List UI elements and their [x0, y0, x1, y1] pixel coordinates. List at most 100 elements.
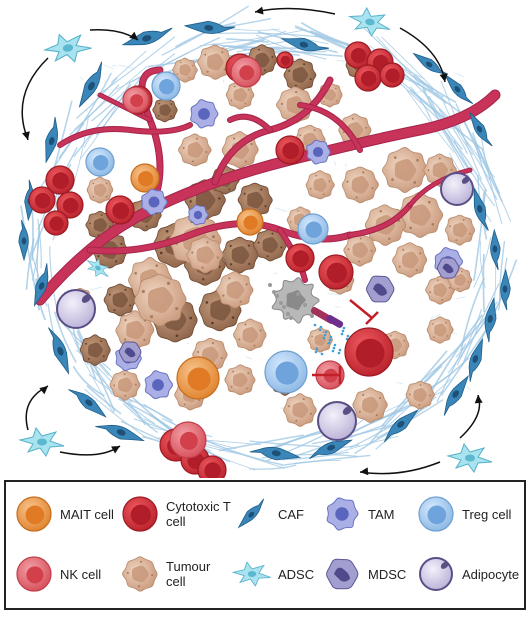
- tumour-cell: [178, 133, 212, 167]
- collagen-fibre: [88, 373, 153, 429]
- arrowhead: [439, 73, 448, 82]
- cytotoxic-killing-event: [268, 277, 394, 377]
- collagen-fibre: [456, 73, 464, 78]
- collagen-fibre: [204, 439, 282, 466]
- legend-item-treg: Treg cell: [416, 494, 511, 534]
- tumour-cell: [341, 166, 379, 204]
- collagen-fibre: [90, 286, 103, 291]
- legend-label-caf: CAF: [278, 506, 304, 522]
- arrowhead: [360, 467, 369, 476]
- collagen-fibre: [456, 308, 483, 366]
- nk-cell: [169, 421, 207, 459]
- tumour-cell: [152, 97, 178, 123]
- adipocyte-icon: [419, 557, 453, 591]
- cytotoxic-granule: [324, 330, 328, 334]
- collagen-fibre: [349, 405, 428, 449]
- tumour-cell: [444, 214, 476, 246]
- tumour-cell: [305, 170, 335, 200]
- adipocyte: [440, 172, 474, 206]
- collagen-fibre: [79, 76, 84, 80]
- caf: [249, 446, 302, 461]
- tumour-cell: [221, 236, 259, 274]
- collagen-fibre: [199, 29, 306, 47]
- tumour-cell: [224, 364, 256, 396]
- tumour-cell: [253, 228, 287, 262]
- mait-cell: [176, 356, 220, 400]
- legend-label-tam: TAM: [368, 506, 395, 522]
- collagen-fibre: [75, 77, 118, 120]
- blood-vessel-lumen: [58, 123, 192, 147]
- caf: [48, 327, 70, 375]
- caf: [469, 111, 493, 147]
- tumour-cell: [405, 380, 435, 410]
- collagen-fibre: [31, 224, 41, 281]
- blood-vessel-lumen: [228, 114, 272, 132]
- cytotoxic-granule: [329, 335, 333, 339]
- tam: [141, 188, 168, 216]
- caf: [33, 263, 49, 308]
- collagen-fibre: [471, 132, 503, 203]
- legend-label-adipocyte: Adipocyte: [462, 566, 520, 582]
- arrowhead: [39, 386, 48, 395]
- mdsc: [366, 275, 395, 303]
- collagen-fibre: [473, 236, 492, 288]
- cytotoxic-granule: [333, 343, 337, 347]
- cytotoxic-granule: [340, 332, 344, 336]
- recruitment-arrow: [254, 7, 336, 15]
- cytotoxic-t-cell: [275, 135, 305, 165]
- legend-item-tam: TAM: [322, 494, 394, 534]
- collagen-fibre: [476, 259, 518, 349]
- cytotoxic-t-cell: [354, 64, 382, 92]
- legend: MAIT cell Cytotoxic T cell CAF TAM Treg …: [4, 480, 526, 610]
- blood-vessel-lumen: [348, 203, 412, 237]
- collagen-fibre: [53, 311, 77, 363]
- legend-label-mdsc: MDSC: [368, 566, 407, 582]
- adipocyte: [56, 289, 96, 329]
- collagen-fibre: [454, 121, 491, 181]
- blood-vessel-lumen: [408, 168, 472, 207]
- mait-cell-shape: [16, 496, 52, 532]
- caf: [500, 268, 511, 311]
- nk-cell-shape: [16, 556, 52, 592]
- caf: [18, 219, 29, 262]
- cytotoxic-granule: [346, 334, 350, 338]
- cytotoxic-t-cell: [43, 210, 69, 236]
- tumour-microenvironment-illustration: [18, 5, 518, 478]
- arrowhead: [129, 31, 138, 40]
- treg-cell: [297, 213, 329, 245]
- adsc-shape: [232, 561, 271, 587]
- collagen-fibre: [479, 240, 486, 289]
- tumour-cell: [283, 58, 317, 92]
- collagen-fibre: [271, 28, 329, 45]
- cytotoxic-granule: [331, 349, 335, 353]
- collagen-fibre: [396, 382, 403, 384]
- cytotoxic-granule: [332, 346, 336, 350]
- blood-vessel-lumen: [298, 103, 362, 152]
- cytotoxic-t-cell: [56, 191, 84, 219]
- collagen-fibre: [86, 385, 122, 415]
- tumour-cell: [186, 236, 224, 274]
- legend-item-adsc: ADSC: [232, 554, 314, 594]
- caf: [383, 409, 419, 443]
- cytotoxic-granule: [327, 341, 331, 345]
- legend-label-nk: NK cell: [60, 566, 102, 582]
- collagen-fibre: [38, 122, 85, 191]
- legend-item-adipocyte: Adipocyte: [416, 554, 519, 594]
- nk-cell: [122, 86, 150, 114]
- cytotoxic-t-cell: [285, 243, 315, 273]
- tumour-cell: [425, 275, 455, 305]
- caf: [183, 20, 236, 34]
- tumour-cell: [307, 327, 333, 353]
- collagen-fibre: [334, 435, 399, 455]
- collagen-fibre: [217, 32, 318, 38]
- collagen-fibre: [412, 74, 457, 104]
- caf: [95, 424, 145, 442]
- collagen-fibre: [300, 21, 350, 46]
- collagen-fibre: [186, 342, 189, 345]
- tumour-cell: [109, 369, 141, 401]
- legend-item-tumour: Tumour cell: [120, 554, 222, 594]
- collagen-fibre: [280, 454, 371, 467]
- collagen-fibre: [461, 283, 500, 366]
- cytotoxic-t-cell: [344, 41, 372, 69]
- recruitment-arrow: [399, 27, 446, 83]
